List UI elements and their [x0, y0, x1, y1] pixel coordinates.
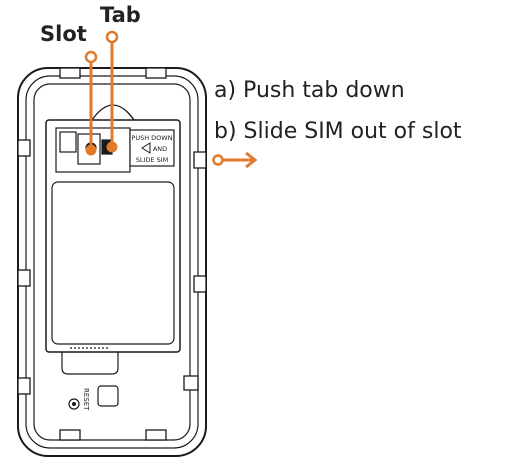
slot-leader-top-dot: [84, 50, 98, 64]
sticker-text-line3: SLIDE SIM: [136, 156, 169, 164]
instruction-step-b: b) Slide SIM out of slot: [214, 119, 462, 144]
battery-latch: [61, 347, 119, 375]
arrow-left-icon: [141, 142, 151, 154]
sticker-text-line1: PUSH DOWN: [131, 134, 172, 142]
push-down-sticker: PUSH DOWN AND SLIDE SIM: [129, 129, 175, 167]
reset-label: RESET: [82, 388, 90, 411]
tab-callout-label: Tab: [100, 3, 141, 27]
instruction-step-a: a) Push tab down: [214, 78, 405, 103]
reset-cover: [97, 385, 119, 407]
reset-area: RESET: [68, 385, 119, 411]
slide-out-arrow-icon: [212, 151, 258, 169]
slot-leader-bottom-dot: [85, 144, 97, 156]
slot-callout-label: Slot: [40, 22, 87, 46]
sticker-text-line2: AND: [153, 145, 167, 153]
reset-button-icon: [68, 398, 80, 410]
tab-leader-bottom-dot: [106, 141, 118, 153]
callout-leaders: [84, 30, 119, 156]
side-clips: [17, 67, 207, 441]
tab-leader-top-dot: [105, 30, 119, 44]
